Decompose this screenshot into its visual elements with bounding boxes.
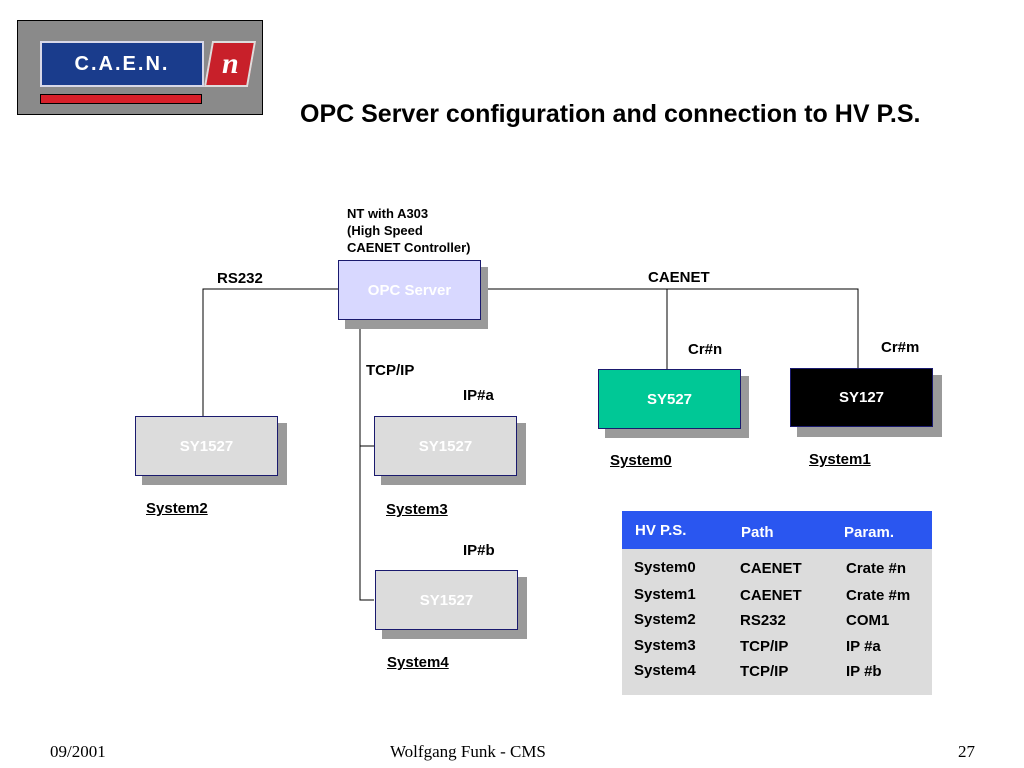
logo-plate: C.A.E.N.	[40, 41, 204, 87]
opc-note-line-1: NT with A303	[347, 206, 429, 221]
footer-page-number: 27	[958, 742, 975, 761]
system2-label: System2	[146, 500, 208, 517]
table-header-param: Param.	[844, 524, 895, 541]
table-cell: Crate #m	[846, 587, 911, 604]
table-cell: CAENET	[740, 560, 802, 577]
opc-note-line-2: (High Speed	[347, 223, 423, 238]
table-cell: System3	[634, 637, 696, 654]
ipa-label: IP#a	[463, 387, 494, 404]
ipb-label: IP#b	[463, 542, 495, 559]
logo-text: C.A.E.N.	[74, 52, 170, 75]
opc-note: NT with A303 (High Speed CAENET Controll…	[347, 205, 471, 256]
table-cell: Crate #n	[846, 560, 907, 577]
system1-label: System1	[809, 451, 871, 468]
table-cell: IP #b	[846, 663, 882, 680]
caenet-label: CAENET	[648, 269, 710, 286]
sy127-box: SY127	[790, 368, 933, 427]
table-cell: TCP/IP	[740, 638, 789, 655]
system4-label: System4	[387, 654, 449, 671]
table-cell: IP #a	[846, 638, 881, 655]
table-cell: RS232	[740, 612, 786, 629]
footer-date: 09/2001	[50, 742, 106, 761]
rs232-wire	[202, 288, 338, 416]
logo-red-bar	[40, 94, 202, 104]
tcpip-wire	[359, 320, 374, 601]
sy1527-system4-box: SY1527	[375, 570, 518, 630]
crn-label: Cr#n	[688, 341, 723, 358]
table-header-path: Path	[741, 524, 774, 541]
system0-label: System0	[610, 452, 672, 469]
caenet-wire	[481, 288, 859, 368]
crm-label: Cr#m	[881, 339, 920, 356]
table-cell: System4	[634, 662, 696, 679]
sy1527-system2-box: SY1527	[135, 416, 278, 476]
table-cell: TCP/IP	[740, 663, 789, 680]
table-cell: System0	[634, 559, 696, 576]
table-cell: System2	[634, 611, 696, 628]
page-title: OPC Server configuration and connection …	[300, 100, 921, 128]
footer-author: Wolfgang Funk - CMS	[390, 742, 546, 761]
hv-table-header	[622, 511, 932, 549]
table-header-hvps: HV P.S.	[635, 522, 687, 539]
caen-logo: C.A.E.N. n	[17, 20, 263, 115]
system3-label: System3	[386, 501, 448, 518]
tcpip-label: TCP/IP	[366, 362, 415, 379]
opc-note-line-3: CAENET Controller)	[347, 240, 471, 255]
sy527-box: SY527	[598, 369, 741, 429]
rs232-label: RS232	[217, 270, 263, 287]
opc-server-box: OPC Server	[338, 260, 481, 320]
table-cell: COM1	[846, 612, 890, 629]
sy1527-system3-box: SY1527	[374, 416, 517, 476]
table-cell: CAENET	[740, 587, 802, 604]
table-cell: System1	[634, 586, 696, 603]
